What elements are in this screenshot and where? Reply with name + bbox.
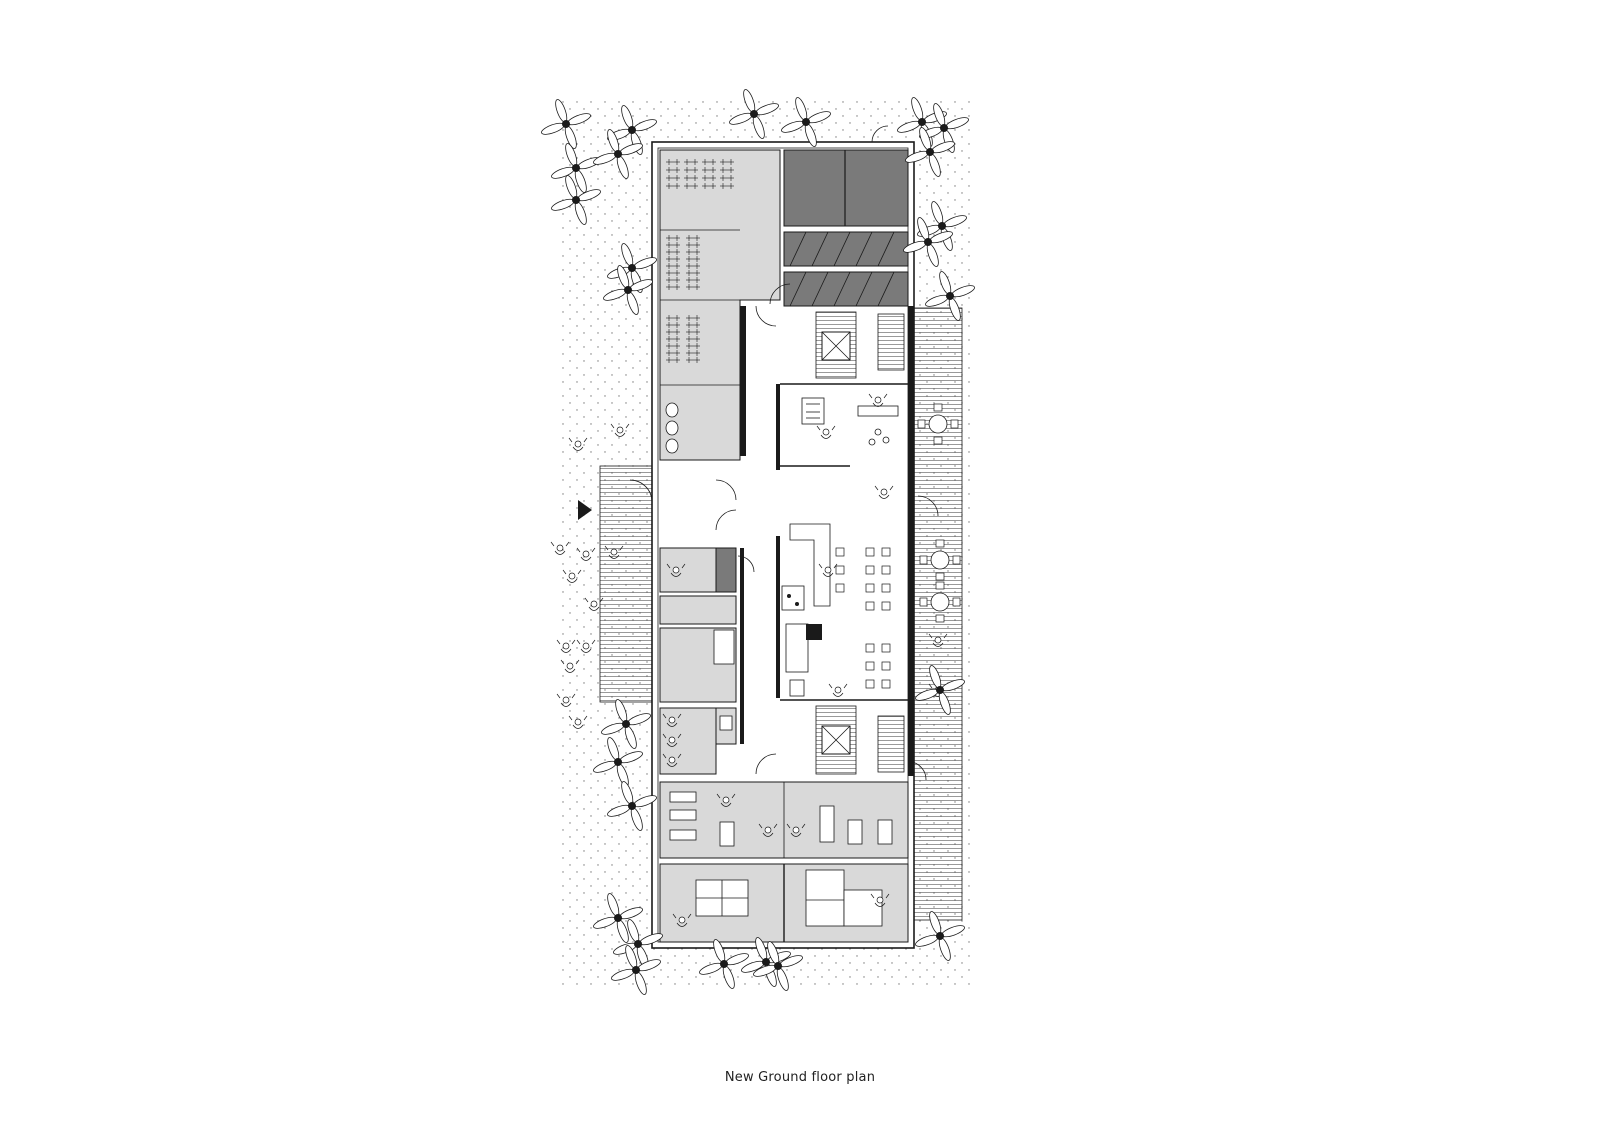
west-entrance-deck <box>599 465 653 703</box>
triangle-arrow-icon <box>578 500 592 520</box>
storage-cells-row-2 <box>783 271 909 307</box>
east-terrace-deck <box>913 307 963 921</box>
stroller-parking <box>665 402 679 454</box>
lounge-kitchen <box>781 485 894 697</box>
storage-partitions <box>789 231 895 307</box>
stair-core-north <box>815 311 905 379</box>
plan-caption: New Ground floor plan <box>724 1070 876 1085</box>
west-utility-rooms <box>659 547 737 775</box>
storage-cells-row-1 <box>783 231 909 267</box>
playroom <box>780 393 899 467</box>
fitness-room <box>659 781 909 859</box>
door-swings <box>629 125 939 781</box>
technical-room <box>783 149 909 227</box>
games-room <box>659 863 909 943</box>
stair-core-south <box>815 705 905 775</box>
